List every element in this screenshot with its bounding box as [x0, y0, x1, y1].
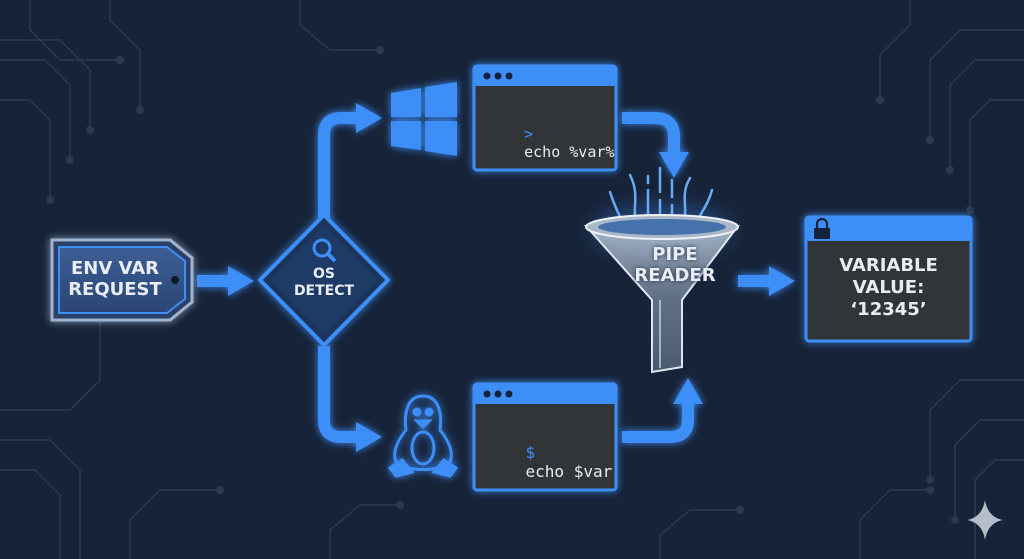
pipe-reader-label: PIPE READER [622, 244, 728, 286]
sparkle-icon [967, 500, 1003, 540]
linux-command: echo $var [525, 462, 613, 481]
flow-connectors [197, 103, 795, 452]
windows-terminal [472, 64, 618, 172]
windows-logo-icon [391, 82, 457, 156]
request-line-1: ENV VAR [70, 258, 160, 279]
tag-hole [171, 276, 179, 284]
search-icon [312, 238, 337, 263]
result-line-2: VALUE: [852, 276, 925, 298]
arrow-linux-to-funnel [622, 400, 694, 443]
detect-line-2: DETECT [293, 282, 355, 299]
env-var-request-tag [50, 238, 194, 322]
windows-command: echo %var% [524, 143, 615, 161]
arrowhead [356, 422, 382, 452]
request-line-2: REQUEST [68, 279, 162, 301]
detect-line-1: OS [313, 266, 335, 282]
arrow-windows-to-funnel [622, 112, 680, 155]
arrow-detect-to-windows [318, 112, 360, 218]
arrowhead [659, 152, 689, 178]
pipe-reader-line-2: READER [634, 265, 716, 287]
windows-command-line: > echo %var% [488, 107, 614, 179]
pipe-reader-funnel [583, 166, 741, 374]
linux-command-line: $ echo $var [487, 424, 613, 500]
padlock-icon [814, 217, 830, 239]
linux-prompt: $ [525, 443, 536, 462]
arrowhead [673, 378, 703, 404]
linux-penguin-icon [387, 394, 459, 478]
arrowhead [356, 103, 382, 133]
variable-value-panel [804, 215, 973, 343]
os-detect-diamond [257, 212, 391, 348]
env-var-request-label: ENV VAR REQUEST [56, 258, 174, 300]
windows-prompt: > [524, 125, 534, 143]
linux-terminal [472, 382, 618, 492]
arrowhead [769, 266, 795, 296]
result-line-3: ‘12345’ [850, 298, 927, 320]
result-line-1: VARIABLE [839, 255, 938, 276]
pipe-reader-line-1: PIPE [652, 244, 698, 265]
arrow-detect-to-linux [318, 346, 360, 443]
os-detect-label: OS DETECT [284, 266, 364, 299]
variable-value-label: VARIABLE VALUE: ‘12345’ [806, 255, 971, 321]
arrowhead [228, 266, 254, 296]
